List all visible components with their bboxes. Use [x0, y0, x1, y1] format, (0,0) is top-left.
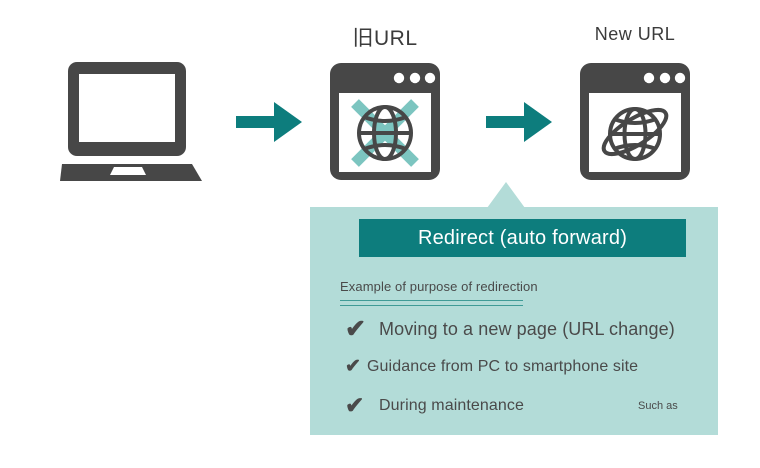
- redirect-banner: Redirect (auto forward): [359, 219, 686, 257]
- footnote-such-as: Such as: [638, 400, 678, 412]
- panel-subtitle: Example of purpose of redirection: [340, 279, 538, 294]
- check-icon: ✔: [345, 392, 365, 418]
- browser-window-globe-orbit-icon: [579, 62, 691, 181]
- panel-pointer-triangle: [487, 182, 525, 208]
- check-icon: ✔: [345, 315, 366, 343]
- arrow-right-icon-2: [486, 98, 554, 146]
- list-item-label: Moving to a new page (URL change): [379, 319, 675, 339]
- subtitle-double-underline: [340, 300, 523, 306]
- list-item-label: During maintenance: [379, 396, 524, 414]
- list-item: ✔ Guidance from PC to smartphone site: [345, 357, 638, 376]
- browser-window-globe-crossed-icon: [329, 62, 441, 181]
- arrow-right-icon-1: [236, 98, 304, 146]
- check-icon: ✔: [345, 356, 361, 377]
- laptop-icon: [60, 60, 210, 182]
- new-url-label: New URL: [594, 24, 676, 44]
- list-item: ✔ Moving to a new page (URL change): [345, 317, 675, 342]
- list-item: ✔ During maintenance: [345, 394, 524, 417]
- old-url-label: 旧URL: [352, 27, 418, 50]
- list-item-label: Guidance from PC to smartphone site: [367, 357, 639, 375]
